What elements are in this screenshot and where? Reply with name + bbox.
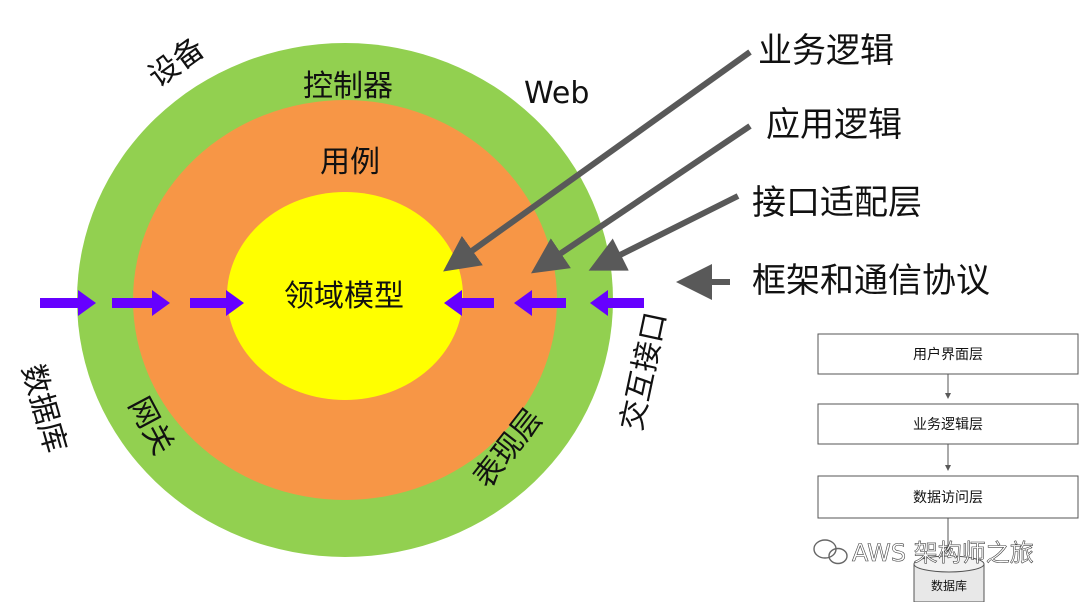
callout-business-logic: 业务逻辑 (758, 31, 894, 71)
wechat-icon (813, 539, 848, 565)
label-web: Web (524, 76, 589, 111)
callout-arrows (443, 49, 752, 300)
layered-architecture-diagram: 用户界面层 业务逻辑层 数据访问层 数据库 (817, 333, 1079, 602)
layer-box-business (817, 403, 1079, 445)
label-interaction-interface: 交互接口 (615, 309, 674, 434)
database-cylinder (913, 564, 985, 602)
label-domain-model: 领域模型 (284, 279, 404, 314)
label-controller: 控制器 (303, 69, 393, 104)
callout-framework-protocol: 框架和通信协议 (752, 261, 990, 301)
label-use-case: 用例 (320, 145, 380, 180)
inbound-arrows-right (444, 290, 644, 316)
watermark: AWS 架构师之旅 (813, 539, 1034, 567)
inbound-arrows-left (40, 290, 244, 316)
inner-core (227, 192, 463, 400)
layer-ui-label: 用户界面层 (913, 346, 983, 363)
layer-box-data-access (817, 475, 1079, 519)
layer-business-label: 业务逻辑层 (913, 417, 983, 433)
callout-interface-adapter: 接口适配层 (752, 183, 922, 223)
layer-data-access-label: 数据访问层 (913, 490, 983, 506)
label-database: 数据库 (14, 361, 72, 457)
callout-application-logic: 应用逻辑 (766, 105, 902, 145)
layer-database-label: 数据库 (931, 578, 967, 593)
watermark-text: AWS 架构师之旅 (852, 539, 1034, 567)
